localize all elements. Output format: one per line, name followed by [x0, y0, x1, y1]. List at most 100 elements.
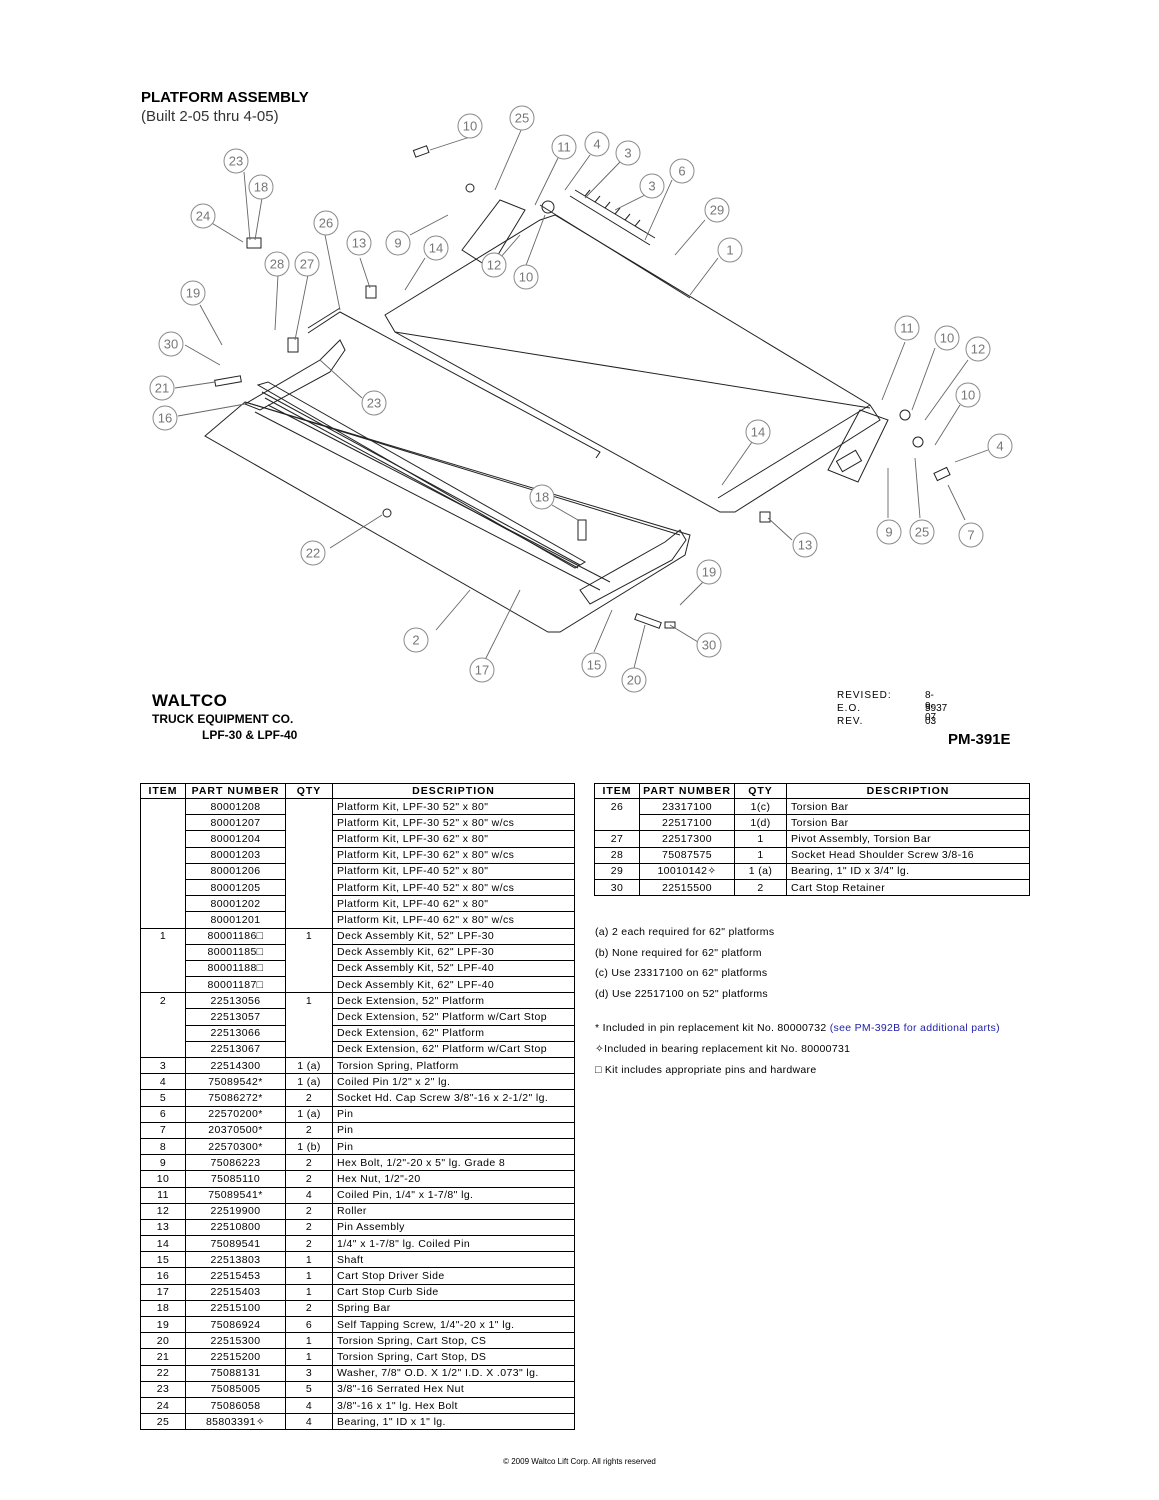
callout-number: 9 — [885, 525, 892, 540]
qty-cell: 4 — [285, 1396, 333, 1414]
callout-balloon: 4 — [584, 131, 610, 157]
callout-number: 6 — [678, 164, 685, 179]
part-number-cell: 22517100 — [639, 814, 735, 831]
qty-cell: 1 (a) — [285, 1073, 333, 1090]
item-cell — [140, 1025, 186, 1042]
qty-cell: 2 — [285, 1202, 333, 1220]
callout-number: 20 — [627, 673, 641, 688]
item-cell: 2 — [140, 992, 186, 1009]
callout-balloon: 20 — [621, 667, 647, 693]
torsion-bar-26 — [307, 311, 601, 459]
part-number-cell: 75089541 — [185, 1235, 286, 1252]
callout-balloon: 23 — [223, 148, 249, 174]
item-cell: 19 — [140, 1315, 186, 1333]
eo-value: 5937 — [925, 703, 948, 714]
callout-balloon: 22 — [300, 540, 326, 566]
callout-balloon: 23 — [361, 390, 387, 416]
copyright-notice: © 2009 Waltco Lift Corp. All rights rese… — [503, 1457, 656, 1466]
item-cell: 5 — [140, 1089, 186, 1107]
description-cell: Spring Bar — [332, 1299, 575, 1317]
callout-balloon: 26 — [313, 210, 339, 236]
part-number-cell: 80001186□ — [185, 927, 286, 945]
part-number-cell: 10010142✧ — [639, 862, 735, 880]
callout-balloon: 13 — [792, 532, 818, 558]
description-cell: Pin Assembly — [332, 1218, 575, 1236]
callout-number: 30 — [164, 337, 178, 352]
callout-number: 27 — [300, 257, 314, 272]
part-number-cell: 75085005 — [185, 1380, 286, 1398]
callout-number: 14 — [751, 425, 765, 440]
callout-balloon: 2 — [403, 627, 429, 653]
part-number-cell: 80001201 — [185, 911, 286, 928]
callout-number: 1 — [726, 243, 733, 258]
item-cell: 9 — [140, 1154, 186, 1171]
callout-number: 25 — [515, 111, 529, 126]
callout-balloon: 25 — [909, 519, 935, 545]
callout-number: 17 — [475, 663, 489, 678]
part-number-cell: 22515500 — [639, 878, 735, 896]
item-cell: 16 — [140, 1267, 186, 1285]
callout-balloon: 1 — [717, 237, 743, 263]
revised-label: REVISED: — [837, 690, 892, 701]
callout-balloon: 17 — [469, 657, 495, 683]
pin-kit-text: * Included in pin replacement kit No. 80… — [595, 1022, 827, 1035]
description-cell: Deck Assembly Kit, 62" LPF-30 — [332, 943, 575, 961]
qty-cell — [285, 1008, 333, 1026]
table-row: 80001185□Deck Assembly Kit, 62" LPF-30 — [140, 943, 575, 961]
callout-number: 25 — [915, 525, 929, 540]
description-cell: Coiled Pin 1/2" x 2" lg. — [332, 1073, 575, 1090]
rev-label: REV. — [837, 716, 864, 727]
item-cell: 10 — [140, 1170, 186, 1187]
description-cell: Platform Kit, LPF-40 52" x 80" w/cs — [332, 878, 575, 896]
item-cell — [140, 879, 186, 896]
description-cell: Torsion Spring, Platform — [332, 1056, 575, 1074]
description-cell: Bearing, 1" ID x 1" lg. — [332, 1413, 575, 1430]
description-cell: Platform Kit, LPF-30 52" x 80" — [332, 797, 575, 815]
description-cell: Pin — [332, 1105, 575, 1123]
part-number-cell: 80001203 — [185, 846, 286, 864]
callout-balloon: 14 — [745, 419, 771, 445]
description-cell: Shaft — [332, 1251, 575, 1268]
part-number-cell: 75086058 — [185, 1396, 286, 1414]
part-number-cell: 22570200* — [185, 1105, 286, 1123]
qty-cell: 1 (b) — [285, 1137, 333, 1155]
description-cell: Platform Kit, LPF-30 62" x 80" w/cs — [332, 846, 575, 864]
pin-kit-reference-link[interactable]: (see PM-392B for additional parts) — [829, 1022, 1000, 1035]
note-pin-kit: * Included in pin replacement kit No. 80… — [595, 1018, 1000, 1039]
item-cell — [140, 830, 186, 848]
qty-cell: 2 — [734, 878, 787, 896]
part-number-cell: 80001208 — [185, 797, 286, 815]
header-item: ITEM — [594, 783, 640, 799]
cart-stop-grating — [256, 381, 586, 569]
part-number-cell: 80001202 — [185, 895, 286, 912]
qty-cell: 1 — [734, 846, 787, 864]
table-row: 80001208 Platform Kit, LPF-30 52" x 80" — [140, 797, 575, 815]
callout-balloon: 11 — [894, 315, 920, 341]
part-number-cell: 80001204 — [185, 830, 286, 848]
item-cell: 25 — [140, 1413, 186, 1430]
description-cell: Pin — [332, 1121, 575, 1139]
description-cell: Cart Stop Retainer — [786, 878, 1030, 896]
eo-label: E.O. — [837, 703, 862, 714]
qty-cell: 2 — [285, 1089, 333, 1107]
qty-cell: 1 — [285, 992, 333, 1009]
description-cell: Deck Extension, 52" Platform — [332, 992, 575, 1009]
item-cell: 12 — [140, 1202, 186, 1220]
item-cell — [140, 911, 186, 928]
description-cell: Platform Kit, LPF-30 62" x 80" — [332, 830, 575, 848]
qty-cell: 3 — [285, 1364, 333, 1382]
callout-balloon: 13 — [346, 230, 372, 256]
callout-balloon: 29 — [704, 197, 730, 223]
item-cell — [140, 1041, 186, 1058]
